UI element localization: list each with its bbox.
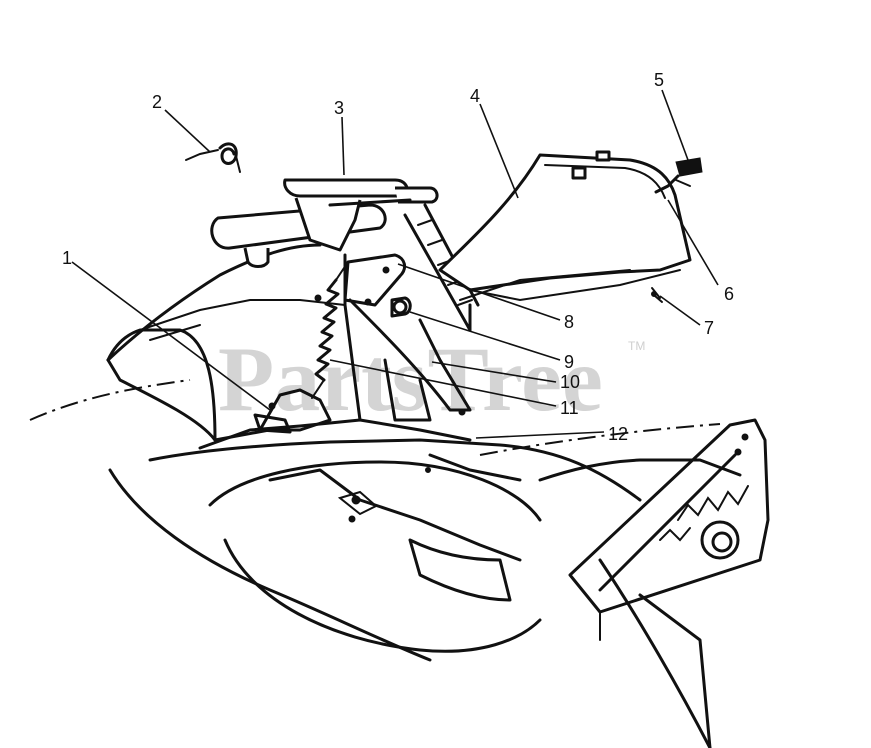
callout-5: 5: [654, 70, 664, 90]
callout-3: 3: [334, 98, 344, 118]
watermark-text: PartsTree: [218, 328, 603, 430]
rear-housing: [106, 243, 362, 442]
part-10-extension-spring: [311, 261, 349, 399]
mower-deck: [29, 379, 742, 748]
callouts: 1 2 3 4 5 6 7 8 9 10 11 12: [62, 70, 734, 444]
part-11-stand: [253, 298, 472, 434]
leader-lines: [71, 89, 719, 439]
callout-8: 8: [564, 312, 574, 332]
callout-7: 7: [704, 318, 714, 338]
callout-10: 10: [560, 372, 580, 392]
callout-2: 2: [152, 92, 162, 112]
callout-11: 11: [560, 398, 579, 418]
part-3-handle: [210, 178, 439, 268]
part-5-latch: [654, 157, 703, 194]
callout-9: 9: [564, 352, 574, 372]
callout-12: 12: [608, 424, 628, 444]
height-adjust-bracket: [568, 418, 770, 641]
part-7-pin: [651, 287, 663, 303]
callout-4: 4: [470, 86, 480, 106]
watermark-trademark: TM: [628, 339, 645, 353]
part-2-torsion-spring: [185, 142, 241, 173]
callout-1: 1: [62, 248, 72, 268]
callout-6: 6: [724, 284, 734, 304]
part-4-chute: [438, 150, 692, 302]
